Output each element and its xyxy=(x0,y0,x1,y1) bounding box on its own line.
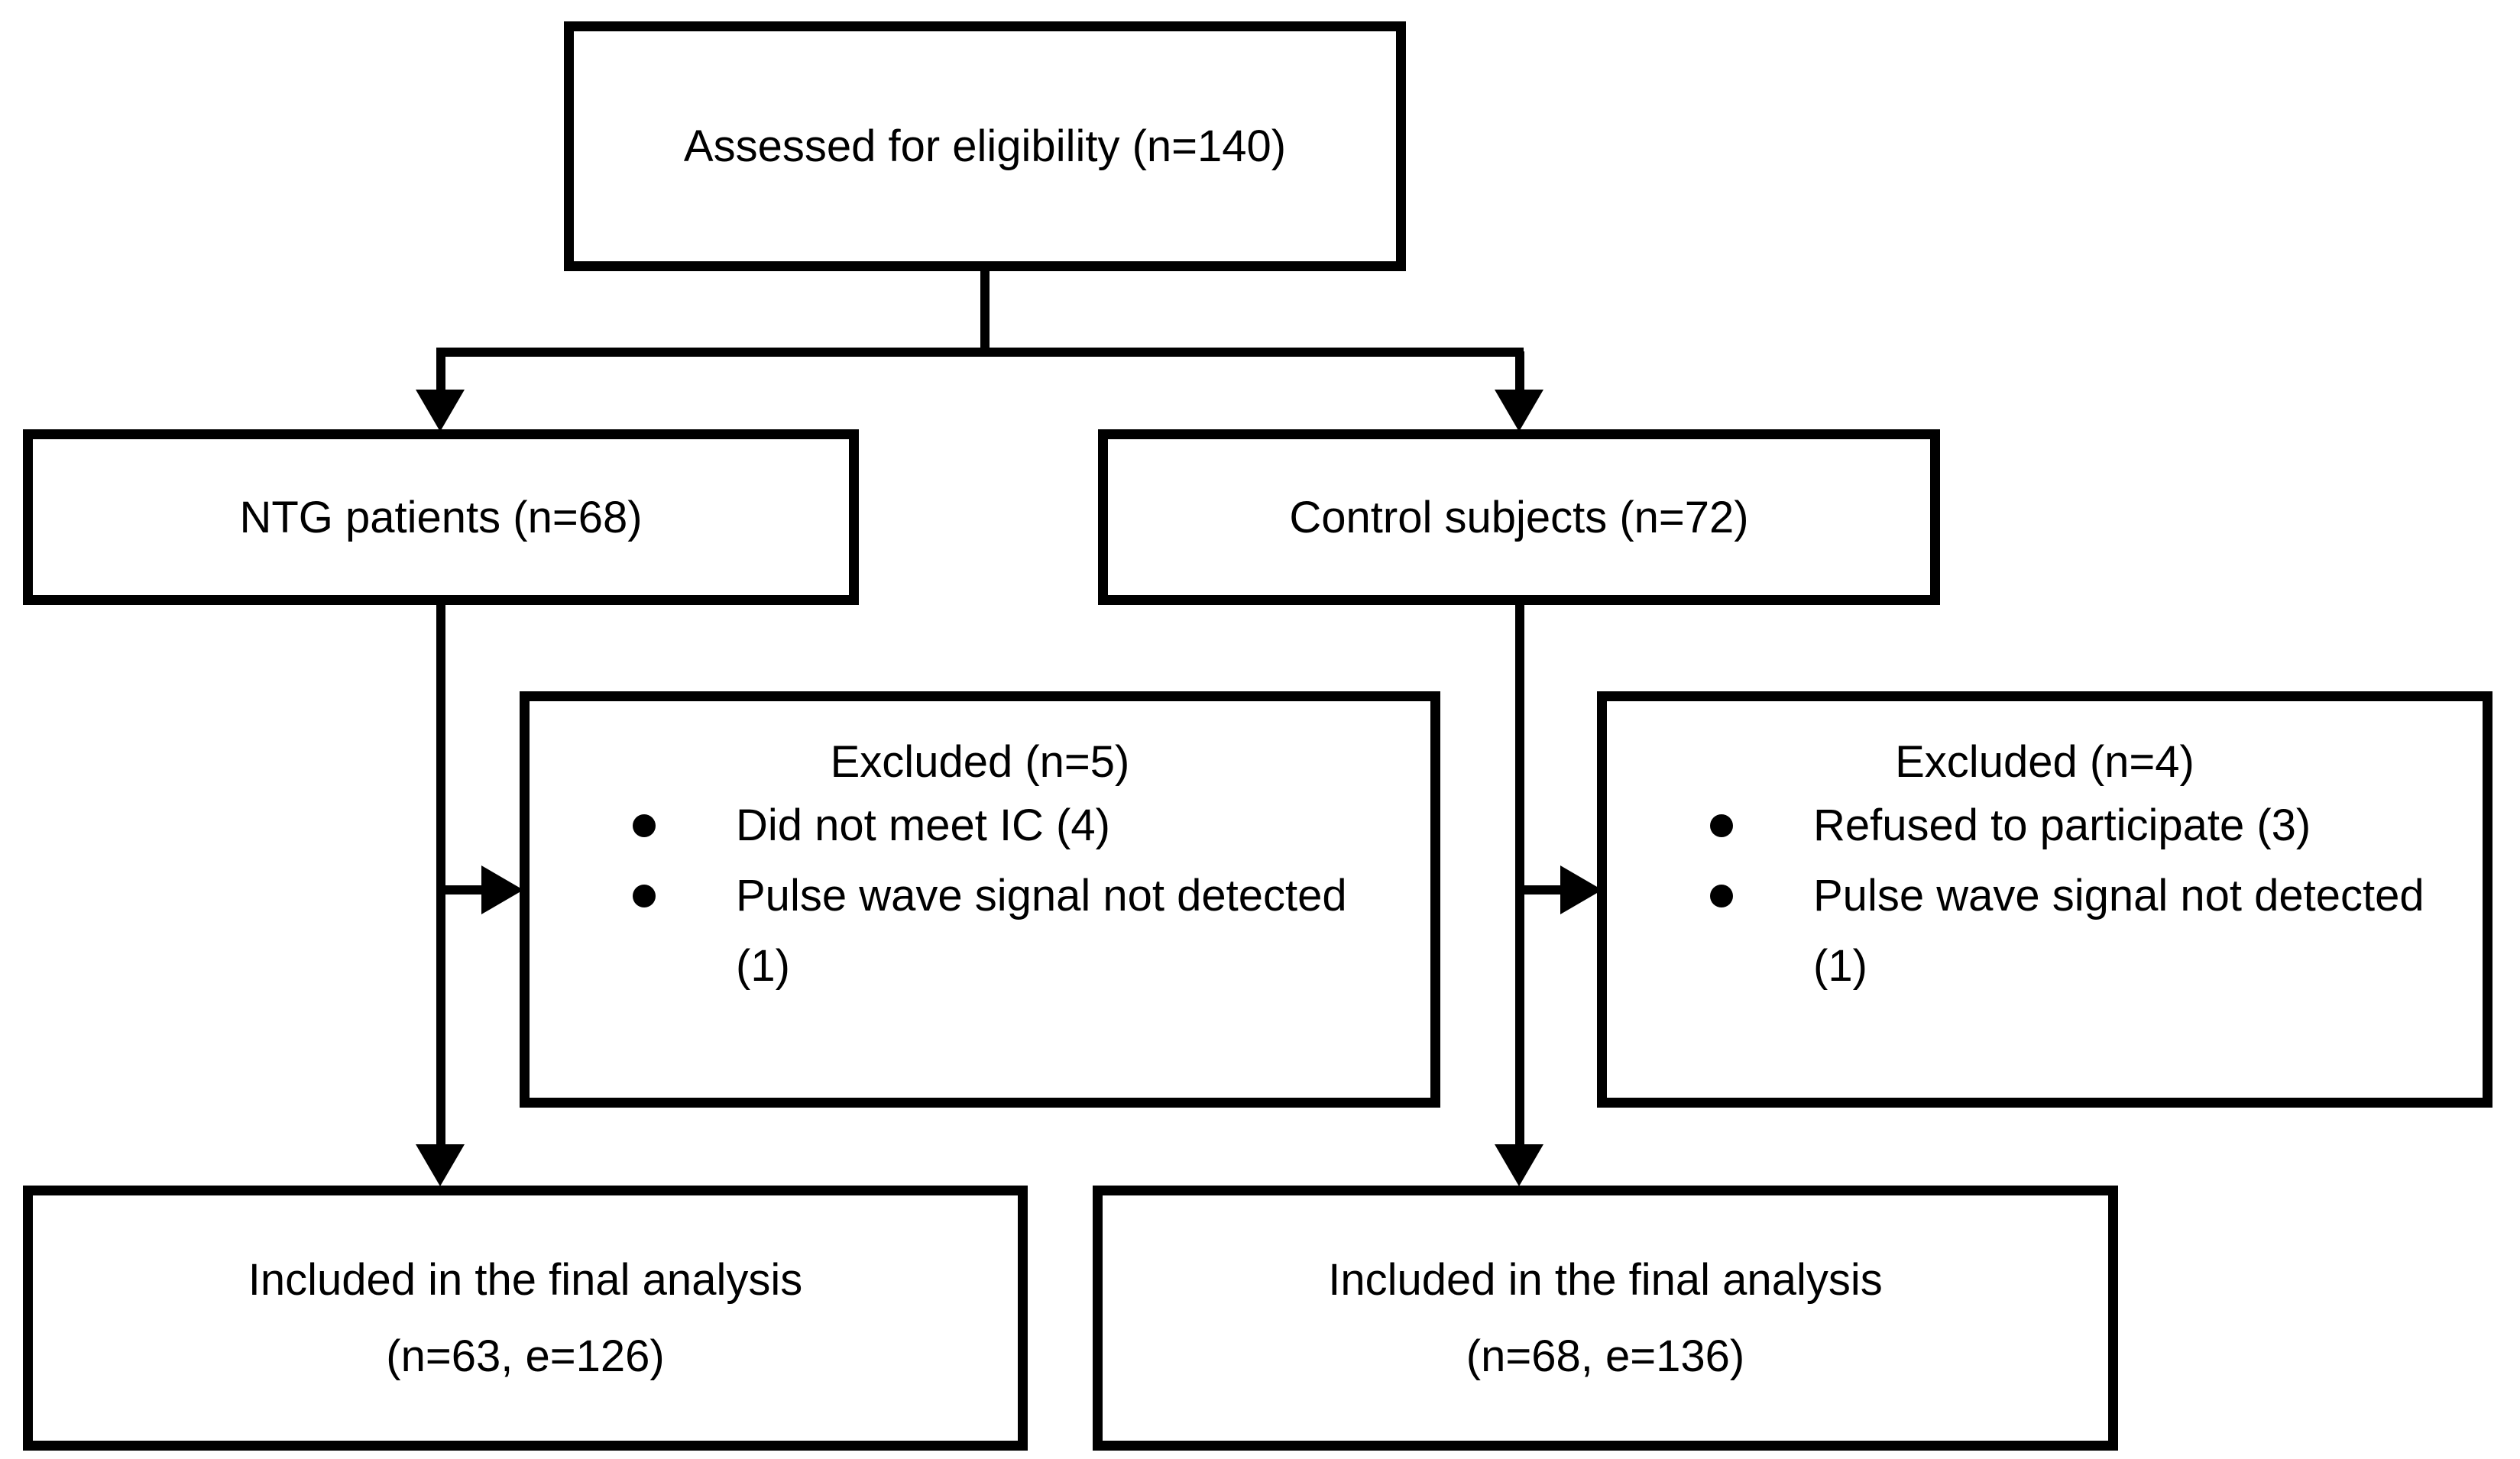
excluded-control-title: Excluded (n=4) xyxy=(1895,737,2194,787)
connector-left-excluded-stem xyxy=(441,885,483,894)
excluded-control-box: Excluded (n=4) Refused to participate (3… xyxy=(1597,691,2492,1108)
final-control-line1: Included in the final analysis xyxy=(1328,1254,1883,1305)
connector-right-branch-stem xyxy=(1515,351,1524,393)
arrowhead-down-right-final xyxy=(1495,1144,1543,1186)
connector-top-stem xyxy=(980,270,990,354)
connector-left-branch-stem xyxy=(436,351,445,393)
final-ntg-line1: Included in the final analysis xyxy=(248,1254,803,1305)
control-label: Control subjects (n=72) xyxy=(1289,492,1749,542)
connector-left-vertical xyxy=(436,603,445,1147)
arrowhead-right-left-excluded xyxy=(481,865,523,914)
ntg-patients-box: NTG patients (n=68) xyxy=(23,429,859,605)
connector-right-excluded-stem xyxy=(1520,885,1562,894)
assessed-label: Assessed for eligibility (n=140) xyxy=(683,121,1287,171)
assessed-for-eligibility-box: Assessed for eligibility (n=140) xyxy=(564,21,1406,271)
ntg-label: NTG patients (n=68) xyxy=(239,492,643,542)
final-control-line2: (n=68, e=136) xyxy=(1466,1331,1745,1381)
excluded-ntg-list: Did not meet IC (4) Pulse wave signal no… xyxy=(530,791,1430,1001)
excluded-control-list: Refused to participate (3) Pulse wave si… xyxy=(1607,791,2483,1001)
arrowhead-right-right-excluded xyxy=(1560,865,1602,914)
excluded-ntg-item: Pulse wave signal not detected (1) xyxy=(633,861,1388,1001)
excluded-ntg-box: Excluded (n=5) Did not meet IC (4) Pulse… xyxy=(520,691,1440,1108)
final-analysis-control-box: Included in the final analysis (n=68, e=… xyxy=(1093,1186,2118,1451)
final-ntg-line2: (n=63, e=126) xyxy=(386,1331,665,1381)
final-analysis-ntg-box: Included in the final analysis (n=63, e=… xyxy=(23,1186,1028,1451)
excluded-ntg-title: Excluded (n=5) xyxy=(830,737,1130,787)
excluded-control-item: Pulse wave signal not detected (1) xyxy=(1710,861,2441,1001)
arrowhead-down-left-branch xyxy=(416,390,465,432)
excluded-ntg-item: Did not meet IC (4) xyxy=(633,791,1388,861)
excluded-control-item: Refused to participate (3) xyxy=(1710,791,2441,861)
connector-right-vertical xyxy=(1515,603,1524,1147)
control-subjects-box: Control subjects (n=72) xyxy=(1098,429,1940,605)
arrowhead-down-right-branch xyxy=(1495,390,1543,432)
arrowhead-down-left-final xyxy=(416,1144,465,1186)
connector-split-horizontal xyxy=(436,348,1524,357)
